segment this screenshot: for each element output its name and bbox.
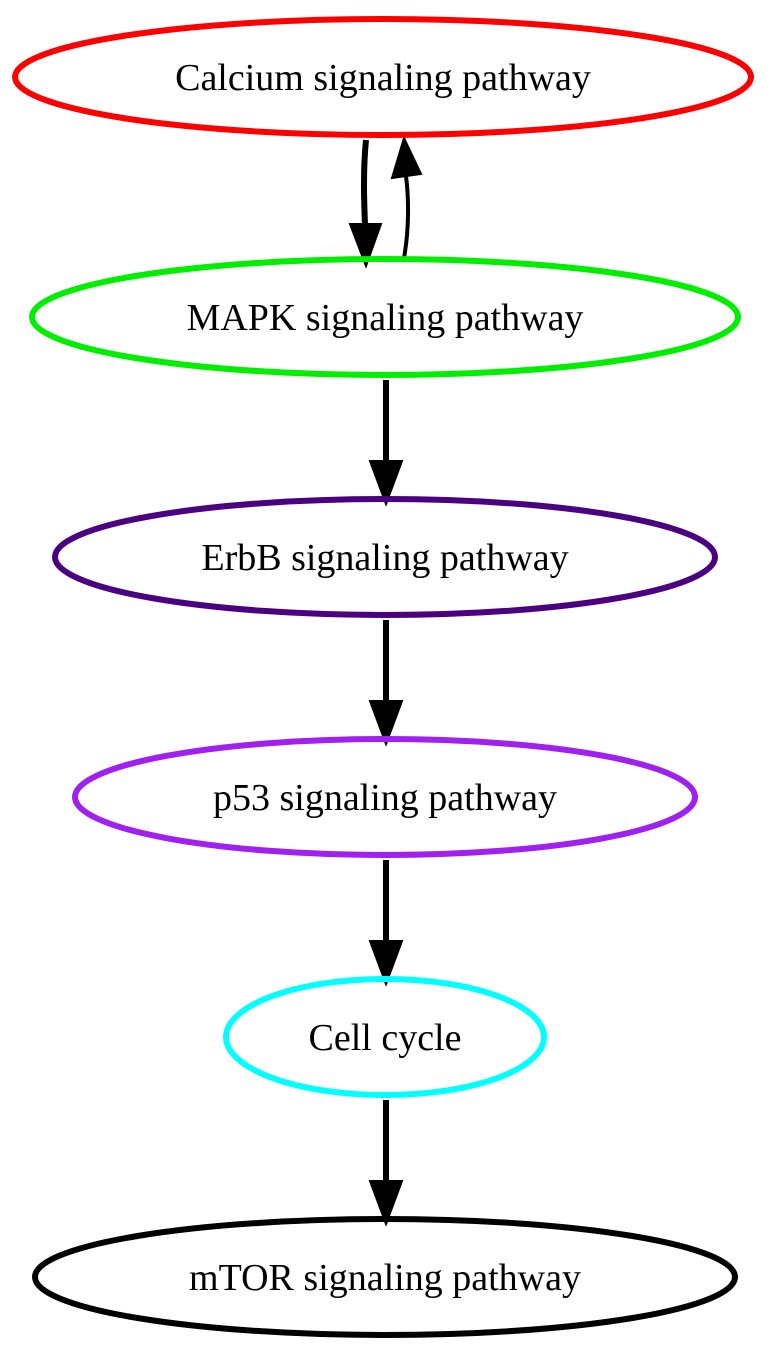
edge-erbb-to-p53 — [368, 620, 404, 747]
edge-cellcycle-to-mtor — [368, 1100, 404, 1227]
edge-p53-to-cellcycle — [368, 860, 404, 987]
node-calcium-signaling-pathway: Calcium signaling pathway — [12, 16, 754, 138]
node-cell-cycle: Cell cycle — [223, 976, 547, 1098]
node-ellipse — [52, 496, 718, 618]
node-label: ErbB signaling pathway — [201, 537, 568, 579]
node-mtor-signaling-pathway: mTOR signaling pathway — [32, 1216, 738, 1338]
nodes: Calcium signaling pathway MAPK signaling… — [12, 16, 754, 1338]
node-label: p53 signaling pathway — [213, 777, 557, 819]
node-ellipse — [32, 1216, 738, 1338]
edge-mapk-to-calcium — [390, 135, 423, 259]
node-ellipse — [223, 976, 547, 1098]
node-label: Cell cycle — [309, 1017, 462, 1059]
node-p53-signaling-pathway: p53 signaling pathway — [72, 736, 698, 858]
node-label: Calcium signaling pathway — [175, 57, 591, 99]
node-label: mTOR signaling pathway — [189, 1257, 581, 1299]
node-ellipse — [72, 736, 698, 858]
node-ellipse — [29, 256, 741, 378]
node-erbb-signaling-pathway: ErbB signaling pathway — [52, 496, 718, 618]
node-mapk-signaling-pathway: MAPK signaling pathway — [29, 256, 741, 378]
edges — [348, 135, 423, 1227]
node-label: MAPK signaling pathway — [187, 297, 584, 339]
edge-mapk-to-erbb — [368, 380, 404, 507]
node-ellipse — [12, 16, 754, 138]
edge-calcium-to-mapk — [348, 139, 383, 269]
